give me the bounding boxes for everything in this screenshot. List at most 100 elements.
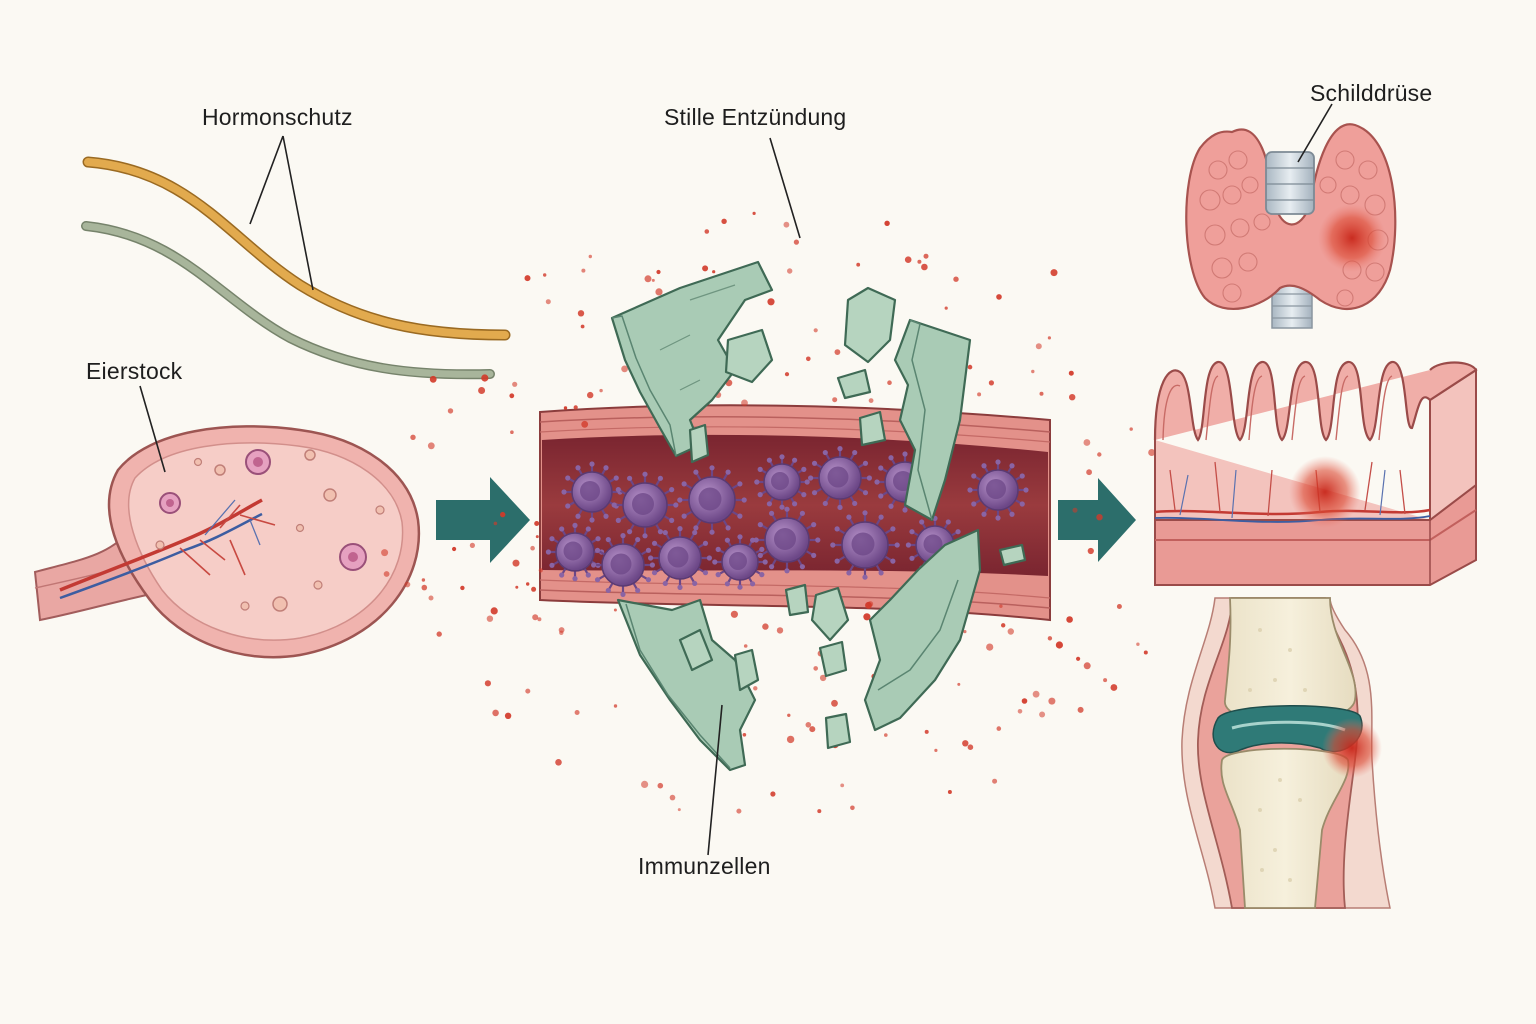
inflammation-dot bbox=[1021, 698, 1028, 704]
inflammation-dot bbox=[712, 270, 716, 274]
inflammation-dot bbox=[581, 268, 586, 273]
inflammation-dot bbox=[677, 808, 681, 812]
inflammation-dot bbox=[574, 710, 580, 715]
inflammation-dot bbox=[460, 585, 465, 591]
hormone-protection-label: Hormonschutz bbox=[202, 104, 353, 130]
hormone-line-green bbox=[81, 221, 495, 380]
inflammation-dot bbox=[1096, 514, 1103, 521]
inflammation-dot bbox=[599, 388, 603, 393]
inflammation-dot bbox=[410, 434, 416, 440]
inflammation-dot bbox=[817, 809, 822, 814]
inflammation-dot bbox=[481, 374, 489, 382]
inflammation-dot bbox=[555, 759, 562, 766]
inflammation-dot bbox=[904, 256, 912, 264]
inflammation-dot bbox=[1031, 369, 1035, 374]
inflammation-dot bbox=[996, 294, 1002, 300]
immune-cell-icon bbox=[712, 534, 768, 590]
inflammation-dot bbox=[776, 627, 784, 634]
immune-cell-icon bbox=[591, 533, 656, 598]
inflammation-dot bbox=[486, 615, 494, 622]
hormone-curves bbox=[81, 135, 511, 380]
inflammation-dot bbox=[1083, 439, 1091, 446]
inflammation-dot bbox=[526, 582, 530, 586]
immune-cell-icon bbox=[611, 471, 679, 539]
inflammation-dot bbox=[452, 546, 457, 552]
inflammation-dot bbox=[921, 263, 928, 271]
intestine-illustration bbox=[1153, 360, 1478, 586]
inflammation-dot bbox=[813, 666, 818, 671]
inflammation-dot bbox=[884, 220, 890, 226]
immune-cell-icon bbox=[967, 459, 1029, 521]
inflammation-dot bbox=[512, 381, 518, 387]
inflammation-dot bbox=[923, 253, 929, 259]
inflammation-dot bbox=[741, 399, 748, 407]
inflammation-dot bbox=[621, 365, 628, 373]
inflammation-dot bbox=[787, 268, 793, 274]
inflammation-dot bbox=[962, 740, 969, 747]
inflammation-dot bbox=[534, 521, 540, 526]
inflammation-dot bbox=[447, 408, 454, 414]
inflammation-dot bbox=[510, 430, 514, 435]
ovary-label: Eierstock bbox=[86, 358, 183, 384]
inflammation-dot bbox=[1068, 370, 1074, 376]
inflammation-dot bbox=[934, 748, 938, 753]
inflammation-dot bbox=[1032, 690, 1040, 698]
inflammation-dot bbox=[421, 584, 428, 591]
inflammation-dot bbox=[1136, 642, 1140, 646]
inflammation-dot bbox=[1110, 684, 1118, 691]
immune-cell-icon bbox=[561, 461, 623, 523]
inflammation-dot bbox=[887, 380, 892, 386]
immune-cell-icon bbox=[808, 446, 873, 510]
inflammation-dot bbox=[783, 221, 790, 228]
inflammation-dot bbox=[651, 278, 655, 282]
inflammation-dot bbox=[613, 704, 618, 708]
inflammation-dot bbox=[813, 328, 818, 333]
inflammation-dot bbox=[730, 610, 739, 618]
inflammation-dot bbox=[492, 709, 499, 717]
inflammation-dot bbox=[531, 586, 537, 592]
inflammation-dot bbox=[819, 674, 827, 682]
immune-cell-icon bbox=[830, 510, 900, 580]
inflammation-dot bbox=[427, 442, 435, 450]
inflammation-dot bbox=[563, 406, 568, 410]
inflammation-dot bbox=[957, 682, 961, 686]
inflammation-dot bbox=[512, 559, 520, 567]
inflammation-dot bbox=[1148, 449, 1156, 456]
inflammation-dot bbox=[537, 617, 542, 622]
inflammation-dot bbox=[884, 733, 888, 737]
inflammation-dot bbox=[478, 387, 486, 394]
inflammation-dot bbox=[1007, 628, 1014, 635]
inflammation-dot bbox=[577, 310, 585, 317]
inflammation-dot bbox=[736, 808, 742, 814]
inflammation-dot bbox=[770, 791, 776, 797]
inflammation-dot bbox=[947, 790, 952, 794]
process-arrow-icon bbox=[1058, 478, 1136, 562]
shield-fragment-icon bbox=[893, 318, 972, 522]
inflammation-dot bbox=[944, 306, 948, 310]
inflammation-dot bbox=[1097, 452, 1102, 457]
immune-cells-label: Immunzellen bbox=[638, 853, 771, 879]
inflammation-dot bbox=[428, 595, 434, 601]
inflammation-dot bbox=[784, 372, 790, 377]
inflammation-dot bbox=[1086, 469, 1092, 476]
immune-cells bbox=[545, 446, 1029, 598]
inflammation-dot bbox=[535, 535, 539, 539]
inflammation-dot bbox=[834, 349, 841, 355]
inflammation-dot bbox=[383, 571, 390, 577]
inflammation-dot bbox=[530, 545, 535, 551]
inflammation-dot bbox=[581, 420, 589, 428]
shield-fragment-icon bbox=[616, 598, 757, 772]
inflammation-dot bbox=[509, 393, 515, 399]
inflammation-dot bbox=[752, 211, 756, 215]
inflammation-dot bbox=[986, 643, 994, 651]
inflammation-dot bbox=[967, 744, 974, 750]
inflammation-dot bbox=[963, 630, 967, 634]
inflammation-dot bbox=[404, 581, 411, 588]
ovary-follicles bbox=[155, 449, 385, 612]
inflammation-dot bbox=[1103, 678, 1108, 683]
inflammation-dot bbox=[525, 688, 531, 694]
inflammation-dot bbox=[1047, 636, 1053, 641]
process-arrow-icon bbox=[436, 477, 530, 563]
inflammation-dot bbox=[657, 782, 664, 789]
immune-cell-icon bbox=[754, 454, 810, 510]
